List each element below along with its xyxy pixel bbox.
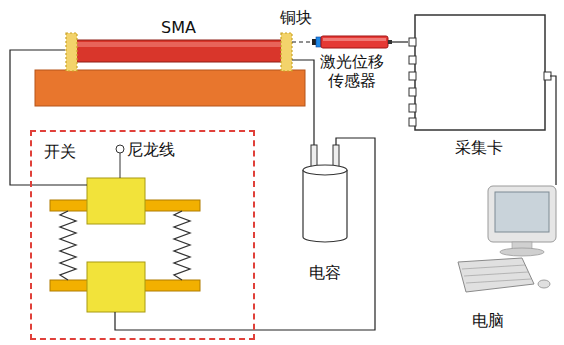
spring bbox=[174, 211, 190, 280]
key-row bbox=[462, 265, 525, 269]
sensor-tip bbox=[312, 39, 316, 45]
sensor-body bbox=[321, 36, 388, 48]
node-label: 电脑 bbox=[472, 311, 504, 330]
rod-highlight bbox=[76, 42, 282, 47]
card-port bbox=[544, 72, 551, 80]
capacitor-terminal bbox=[333, 145, 339, 167]
daq-card: 采集卡 bbox=[408, 14, 550, 164]
mouse bbox=[538, 280, 550, 288]
computer: 电脑 bbox=[452, 185, 560, 335]
monitor-base bbox=[500, 248, 544, 256]
key-row bbox=[466, 279, 531, 283]
part-label: 尼龙线 bbox=[127, 140, 175, 159]
sensor-highlight bbox=[323, 38, 386, 41]
node-label: 开关 bbox=[44, 142, 76, 161]
nylon-thread bbox=[120, 153, 121, 178]
wire bbox=[292, 41, 312, 42]
wire bbox=[30, 184, 87, 185]
card-port bbox=[409, 72, 416, 80]
card-port bbox=[409, 88, 416, 96]
capacitor-terminal bbox=[311, 145, 317, 167]
card-port bbox=[409, 118, 416, 126]
card-port bbox=[409, 104, 416, 112]
keyboard-keys bbox=[462, 265, 531, 283]
laser-sensor: 激光位移 传感器 bbox=[312, 32, 392, 98]
nylon-loop bbox=[116, 145, 124, 153]
copper-block bbox=[66, 33, 77, 71]
node-label: 电容 bbox=[309, 263, 341, 282]
card-port bbox=[409, 56, 416, 64]
sensor-cable bbox=[388, 40, 392, 44]
part-label: 铜块 bbox=[280, 8, 312, 27]
card-box bbox=[415, 15, 545, 130]
wire bbox=[115, 312, 255, 330]
switch-box: 开关 bbox=[30, 130, 255, 340]
sma-rod bbox=[76, 40, 282, 62]
sensor-lens bbox=[316, 37, 321, 47]
wire bbox=[550, 76, 556, 185]
switch-block bbox=[87, 178, 145, 224]
wire bbox=[392, 41, 408, 42]
capacitor-top bbox=[303, 165, 347, 175]
card-port bbox=[409, 38, 416, 46]
capacitor-body bbox=[303, 170, 347, 242]
key-row bbox=[464, 272, 528, 276]
wire bbox=[292, 60, 314, 145]
wire bbox=[255, 138, 375, 330]
wire bbox=[10, 50, 65, 185]
card-ports bbox=[409, 38, 551, 126]
node-label: 采集卡 bbox=[455, 138, 503, 157]
switch-block bbox=[87, 262, 145, 312]
monitor-screen bbox=[495, 192, 549, 232]
node-label: SMA bbox=[161, 18, 196, 37]
monitor bbox=[488, 186, 556, 242]
sma-wire: SMA bbox=[65, 14, 292, 72]
spring bbox=[60, 211, 76, 280]
node-label: 激光位移 传感器 bbox=[316, 52, 388, 90]
copper-block bbox=[281, 33, 292, 71]
keyboard bbox=[458, 258, 534, 292]
base-plate bbox=[35, 70, 305, 106]
capacitor: 电容 bbox=[300, 145, 350, 285]
